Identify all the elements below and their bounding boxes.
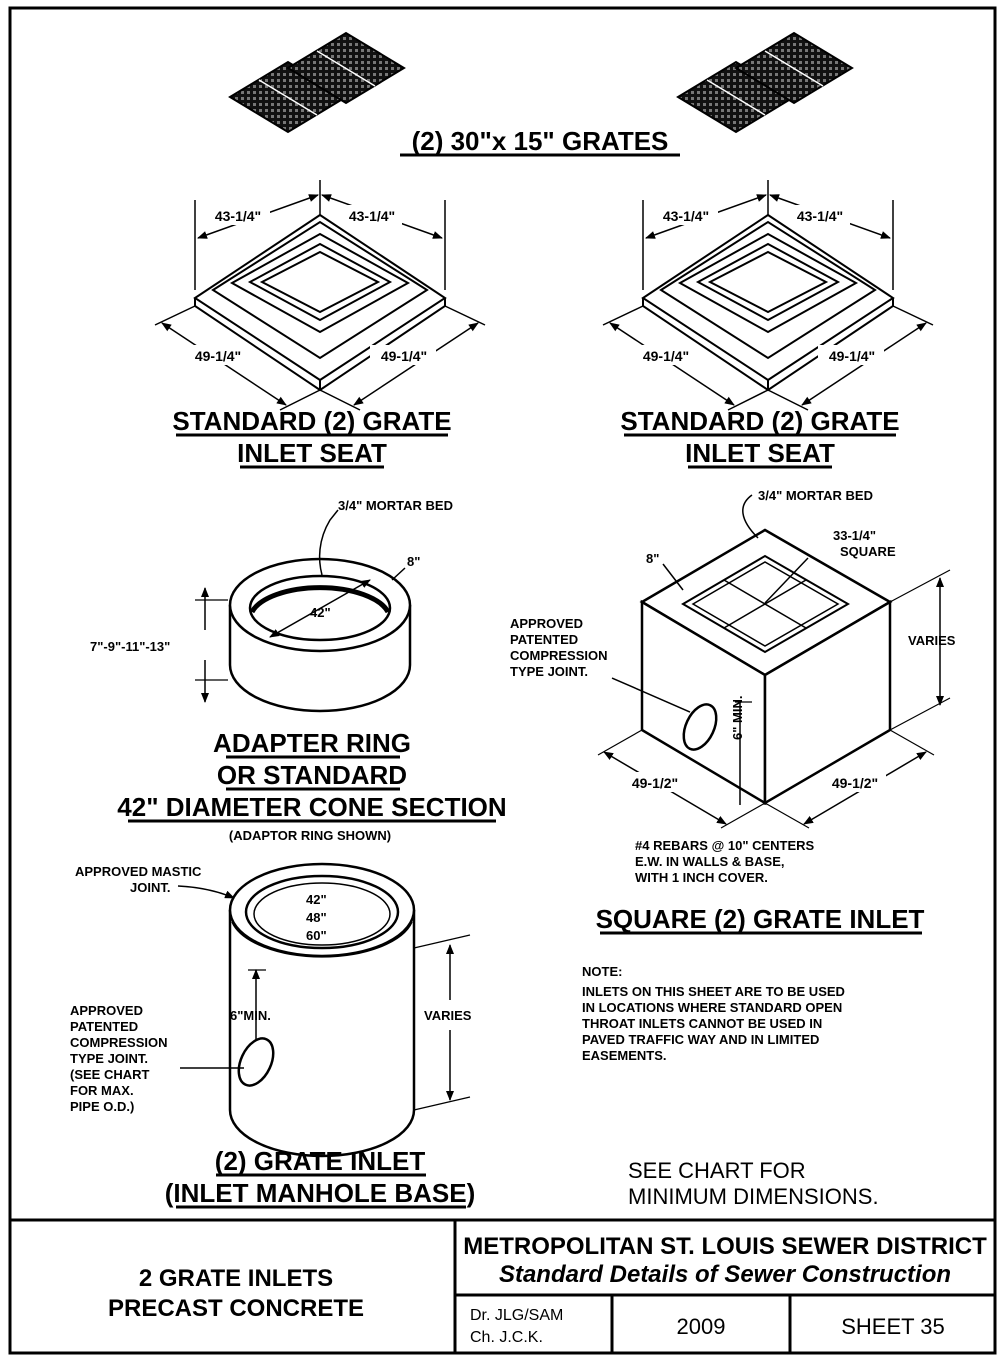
note-heading: NOTE: [582, 964, 622, 979]
manhole-dia-42: 42" [306, 892, 327, 907]
title-subtitle: Standard Details of Sewer Construction [499, 1261, 951, 1288]
manhole-varies-label: VARIES [424, 1008, 472, 1023]
seat-left-dim-top-left: 43-1/4" [215, 208, 261, 224]
manhole-joint-line6: FOR MAX. [70, 1083, 134, 1098]
note-line2: IN LOCATIONS WHERE STANDARD OPEN [582, 1000, 842, 1015]
ring-note: (ADAPTOR RING SHOWN) [229, 828, 391, 843]
title-drawn: Dr. JLG/SAM [470, 1307, 563, 1324]
manhole-joint-line7: PIPE O.D.) [70, 1099, 134, 1114]
square-wall-label: 8" [646, 551, 659, 566]
seat-right-dim-bottom-right: 49-1/4" [829, 348, 875, 364]
manhole-joint-line2: PATENTED [70, 1019, 138, 1034]
chart-ref-line1: SEE CHART FOR [628, 1158, 806, 1183]
manhole-joint-line1: APPROVED [70, 1003, 143, 1018]
square-joint-line4: TYPE JOINT. [510, 664, 588, 679]
ring-heights-label: 7"-9"-11"-13" [90, 639, 170, 654]
seat-left-title-line1: STANDARD (2) GRATE [172, 406, 451, 436]
title-sheet: SHEET 35 [841, 1314, 945, 1339]
inlet-seat-right-drawing [602, 180, 934, 411]
square-mortar-label: 3/4" MORTAR BED [758, 488, 873, 503]
chart-ref-line2: MINIMUM DIMENSIONS. [628, 1184, 879, 1209]
square-varies-label: VARIES [908, 633, 956, 648]
manhole-dia-48: 48" [306, 910, 327, 925]
manhole-min-label: 6"MIN. [230, 1008, 271, 1023]
grates-left-icon [228, 31, 406, 134]
note-line5: EASEMENTS. [582, 1048, 667, 1063]
seat-left-dim-bottom-right: 49-1/4" [381, 348, 427, 364]
ring-title-line1: ADAPTER RING [213, 728, 411, 758]
seat-left-title-line2: INLET SEAT [237, 438, 387, 468]
square-rebar-line1: #4 REBARS @ 10" CENTERS [635, 838, 815, 853]
square-dim-right: 49-1/2" [832, 775, 878, 791]
title-block [10, 1218, 995, 1353]
manhole-title-line2: (INLET MANHOLE BASE) [165, 1178, 476, 1208]
square-rebar-line2: E.W. IN WALLS & BASE, [635, 854, 785, 869]
square-joint-line3: COMPRESSION [510, 648, 608, 663]
ring-thickness-label: 8" [407, 554, 420, 569]
title-name-line1: 2 GRATE INLETS [139, 1265, 333, 1292]
seat-right-title-line2: INLET SEAT [685, 438, 835, 468]
seat-right-dim-top-right: 43-1/4" [797, 208, 843, 224]
sheet-border [8, 6, 997, 1355]
seat-left-dim-bottom-left: 49-1/4" [195, 348, 241, 364]
manhole-joint-line4: TYPE JOINT. [70, 1051, 148, 1066]
title-year: 2009 [677, 1314, 726, 1339]
title-checked: Ch. J.C.K. [470, 1329, 543, 1346]
adapter-ring-drawing [195, 509, 412, 713]
square-inlet-drawing [597, 494, 951, 829]
title-name-line2: PRECAST CONCRETE [108, 1295, 364, 1322]
square-size-line1: 33-1/4" [833, 528, 876, 543]
square-dim-left: 49-1/2" [632, 775, 678, 791]
square-size-line2: SQUARE [840, 544, 896, 559]
manhole-title-line1: (2) GRATE INLET [215, 1146, 426, 1176]
square-joint-line1: APPROVED [510, 616, 583, 631]
seat-right-dim-top-left: 43-1/4" [663, 208, 709, 224]
ring-title-line2: OR STANDARD [217, 760, 407, 790]
square-joint-line2: PATENTED [510, 632, 578, 647]
note-line3: THROAT INLETS CANNOT BE USED IN [582, 1016, 822, 1031]
square-inlet-title: SQUARE (2) GRATE INLET [596, 904, 925, 934]
seat-left-dim-top-right: 43-1/4" [349, 208, 395, 224]
seat-right-title-line1: STANDARD (2) GRATE [620, 406, 899, 436]
ring-mortar-label: 3/4" MORTAR BED [338, 498, 453, 513]
manhole-joint-line3: COMPRESSION [70, 1035, 168, 1050]
title-district: METROPOLITAN ST. LOUIS SEWER DISTRICT [463, 1233, 987, 1260]
square-min-label: 6" MIN. [730, 696, 745, 740]
note-line1: INLETS ON THIS SHEET ARE TO BE USED [582, 984, 845, 999]
manhole-mastic-line1: APPROVED MASTIC [75, 864, 202, 879]
note-line4: PAVED TRAFFIC WAY AND IN LIMITED [582, 1032, 819, 1047]
seat-right-dim-bottom-left: 49-1/4" [643, 348, 689, 364]
manhole-joint-line5: (SEE CHART [70, 1067, 150, 1082]
manhole-mastic-line2: JOINT. [130, 880, 170, 895]
inlet-seat-left-drawing [154, 180, 486, 411]
grates-right-icon [676, 31, 854, 134]
square-rebar-line3: WITH 1 INCH COVER. [635, 870, 768, 885]
manhole-dia-60: 60" [306, 928, 327, 943]
ring-diameter-label: 42" [310, 605, 331, 620]
grates-title: (2) 30"x 15" GRATES [412, 126, 669, 156]
manhole-base-drawing [177, 862, 471, 1158]
ring-title-line3: 42" DIAMETER CONE SECTION [117, 792, 506, 822]
